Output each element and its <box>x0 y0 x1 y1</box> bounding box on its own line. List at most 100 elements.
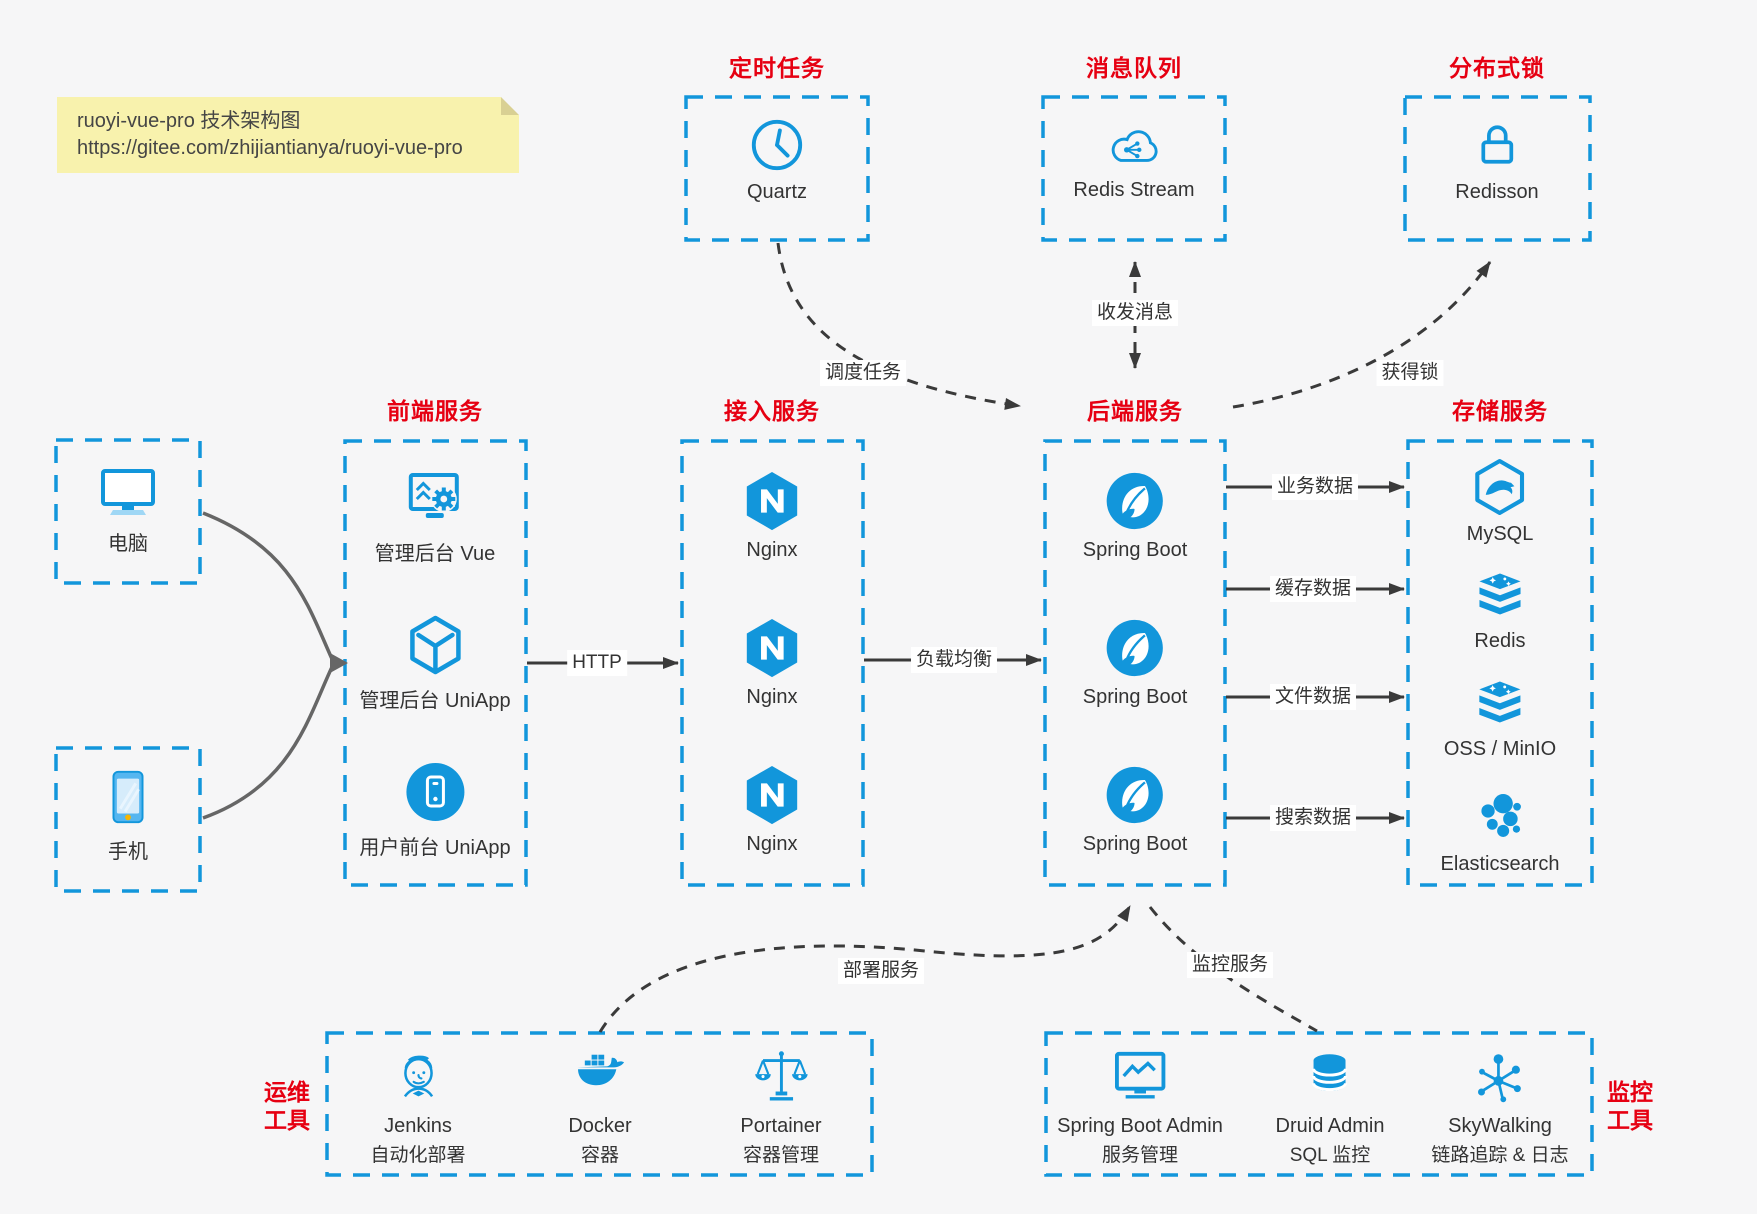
title-monitor-tools: 监控 工具 <box>1607 1079 1653 1133</box>
mq-box <box>1041 95 1227 242</box>
node-label: Redis Stream <box>1073 179 1195 201</box>
node-springboot-1: Spring Boot <box>1083 470 1187 562</box>
edge-label-cache-data: 缓存数据 <box>1269 576 1357 602</box>
admin-vue-icon <box>403 466 467 530</box>
node-redisson: Redisson <box>1455 116 1539 204</box>
node-label: SkyWalking <box>1448 1115 1552 1137</box>
monitor-curve <box>1148 906 1318 1033</box>
clock-icon <box>748 116 806 174</box>
title-ops-tools: 运维 工具 <box>264 1079 310 1133</box>
access-box <box>680 439 865 887</box>
node-label: MySQL <box>1466 523 1534 545</box>
node-label: Redis <box>1474 630 1526 652</box>
node-label: Druid Admin <box>1275 1115 1385 1137</box>
pc-box <box>54 438 202 585</box>
stack-icon <box>1471 673 1529 731</box>
monitor-box <box>1044 1031 1594 1177</box>
node-redis: Redis <box>1471 565 1529 653</box>
node-label: 管理后台 Vue <box>374 543 496 565</box>
docker-icon <box>569 1046 631 1108</box>
title-frontend: 前端服务 <box>387 398 483 424</box>
node-sublabel: 容器管理 <box>742 1145 819 1166</box>
node-sublabel: 自动化部署 <box>370 1145 466 1166</box>
node-jenkins: Jenkins 自动化部署 <box>370 1046 466 1167</box>
ops-box <box>325 1031 874 1177</box>
edge-label-load-balance: 负载均衡 <box>910 647 998 673</box>
node-sublabel: 服务管理 <box>1101 1145 1178 1166</box>
node-label: Spring Boot <box>1082 686 1188 708</box>
node-user-uniapp: 用户前台 UniApp <box>359 760 511 860</box>
title-distributed-lock: 分布式锁 <box>1449 55 1545 81</box>
backend-box <box>1043 439 1227 887</box>
node-elasticsearch: Elasticsearch <box>1440 788 1560 876</box>
node-mysql: MySQL <box>1466 458 1534 546</box>
node-label: Portainer <box>740 1115 822 1137</box>
jenkins-icon <box>387 1046 449 1108</box>
node-pc: 电脑 <box>96 460 160 556</box>
node-springboot-admin: Spring Boot Admin 服务管理 <box>1057 1046 1223 1167</box>
nginx-icon <box>741 764 803 826</box>
nginx-icon <box>741 617 803 679</box>
edge-label-monitor: 监控服务 <box>1186 952 1274 978</box>
edge-label-lock: 获得锁 <box>1376 360 1444 386</box>
edge-label-business-data: 业务数据 <box>1271 474 1359 500</box>
title-message-queue: 消息队列 <box>1086 55 1182 81</box>
title-access: 接入服务 <box>724 398 820 424</box>
node-mobile: 手机 <box>97 766 159 864</box>
elasticsearch-icon <box>1471 788 1529 846</box>
node-portainer: Portainer 容器管理 <box>740 1046 822 1167</box>
note-title: ruoyi-vue-pro 技术架构图 <box>77 110 301 132</box>
lock-icon <box>1469 116 1525 174</box>
node-skywalking: SkyWalking 链路追踪 & 日志 <box>1431 1046 1569 1167</box>
node-label: Elasticsearch <box>1440 853 1560 875</box>
node-label: 电脑 <box>108 533 148 555</box>
sticky-note: ruoyi-vue-pro 技术架构图 https://gitee.com/zh… <box>57 97 519 173</box>
node-nginx-2: Nginx <box>741 617 803 709</box>
node-springboot-3: Spring Boot <box>1082 764 1188 856</box>
node-oss-minio: OSS / MinIO <box>1444 673 1556 761</box>
frontend-arrowhead <box>330 653 348 673</box>
note-fold-corner <box>501 97 519 115</box>
lock-box <box>1403 95 1592 242</box>
node-admin-vue: 管理后台 Vue <box>375 466 495 566</box>
node-label: 手机 <box>108 841 148 863</box>
edge-label-file-data: 文件数据 <box>1269 684 1357 710</box>
node-label: Quartz <box>746 181 808 203</box>
edge-label-deploy: 部署服务 <box>837 958 925 984</box>
desktop-icon <box>96 460 160 520</box>
spring-icon <box>1104 764 1166 826</box>
edge-label-search-data: 搜索数据 <box>1269 805 1357 831</box>
node-label: Nginx <box>746 686 798 708</box>
node-label: Jenkins <box>384 1115 452 1137</box>
node-druid-admin: Druid Admin SQL 监控 <box>1275 1046 1385 1167</box>
node-label: Docker <box>568 1115 632 1137</box>
deploy-curve <box>598 905 1132 1033</box>
edge-label-http: HTTP <box>567 650 627 676</box>
pc-to-frontend-curve <box>202 511 334 660</box>
cube-icon <box>403 613 467 677</box>
node-admin-uniapp: 管理后台 UniApp <box>359 613 511 713</box>
database-icon <box>1299 1046 1361 1108</box>
smartphone-icon <box>97 766 159 828</box>
title-scheduled-jobs: 定时任务 <box>729 55 825 81</box>
node-springboot-2: Spring Boot <box>1082 617 1188 709</box>
node-redis-stream: Redis Stream <box>1073 118 1195 202</box>
node-nginx-3: Nginx <box>741 764 803 856</box>
node-sublabel: 链路追踪 & 日志 <box>1431 1145 1569 1166</box>
edge-label-message: 收发消息 <box>1091 300 1179 326</box>
cloud-share-icon <box>1103 118 1165 172</box>
mysql-icon <box>1471 458 1529 516</box>
title-backend: 后端服务 <box>1087 398 1183 424</box>
user-app-icon <box>403 760 467 824</box>
schedule-curve <box>776 242 1021 410</box>
node-label: 用户前台 UniApp <box>359 837 511 859</box>
phone-to-frontend-curve <box>202 666 334 820</box>
node-sublabel: SQL 监控 <box>1289 1145 1371 1166</box>
node-label: 管理后台 UniApp <box>359 690 511 712</box>
node-label: Spring Boot <box>1082 833 1188 855</box>
monitor-chart-icon <box>1109 1046 1171 1108</box>
lock-curve <box>1232 261 1492 409</box>
spring-icon <box>1104 617 1166 679</box>
edge-label-schedule: 调度任务 <box>819 360 907 386</box>
node-label: Nginx <box>746 539 798 561</box>
